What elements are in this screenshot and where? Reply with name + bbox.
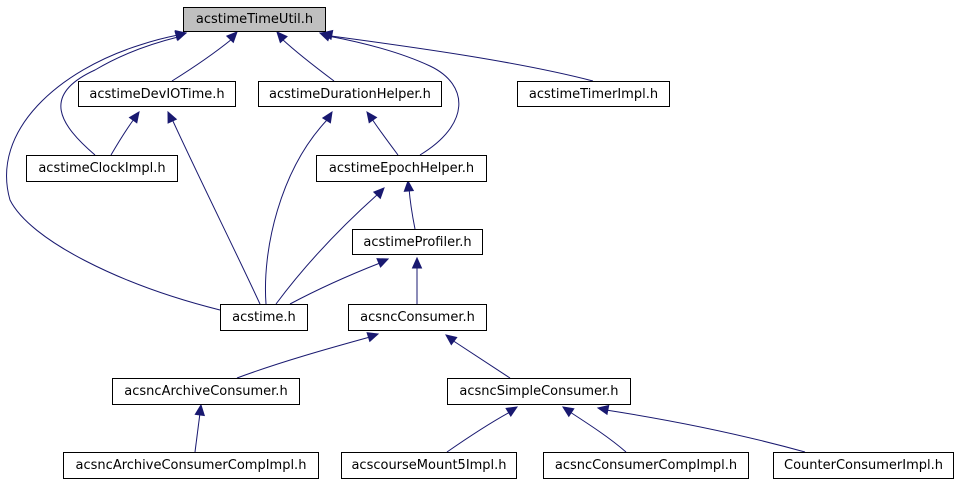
node-acsncArchiveConsumer[interactable]: acsncArchiveConsumer.h xyxy=(112,378,300,405)
edge-line xyxy=(60,36,179,156)
edge-line xyxy=(171,118,261,305)
edge-acstimeEpochHelper-to-acstimeDurationHelper xyxy=(366,111,399,156)
node-acscourseMount5Impl[interactable]: acscourseMount5Impl.h xyxy=(341,452,517,479)
edge-line xyxy=(451,339,511,379)
edge-acstimeDurationHelper-to-acstimeTimeUtil xyxy=(276,31,335,82)
edge-acstime-to-acstimeEpochHelper xyxy=(275,187,385,305)
edge-arrowhead xyxy=(321,110,333,124)
edge-acsncConsumer-to-acstimeProfiler xyxy=(411,256,423,304)
edge-arrowhead xyxy=(194,403,206,417)
node-acsncSimpleConsumer[interactable]: acsncSimpleConsumer.h xyxy=(447,378,631,405)
edge-acstimeTimerImpl-to-acstimeTimeUtil xyxy=(320,29,594,82)
edge-arrowhead xyxy=(174,29,188,41)
edge-line xyxy=(236,336,371,379)
node-acstimeEpochHelper[interactable]: acstimeEpochHelper.h xyxy=(316,155,487,182)
edge-line xyxy=(194,412,201,453)
edge-CounterConsumerImpl-to-acsncSimpleConsumer xyxy=(596,404,806,453)
edge-line xyxy=(110,118,135,156)
edge-line xyxy=(281,38,335,82)
edge-line xyxy=(569,411,627,453)
edge-arrowhead xyxy=(366,111,378,124)
edge-line xyxy=(264,119,328,305)
edge-acsncArchiveConsumer-to-acsncConsumer xyxy=(236,332,380,379)
edge-arrowhead xyxy=(366,332,380,343)
edge-line xyxy=(371,118,399,156)
edge-acstimeProfiler-to-acstimeEpochHelper xyxy=(403,179,416,230)
edge-acstimeDevIOTime-to-acstimeTimeUtil xyxy=(171,31,238,82)
edge-arrowhead xyxy=(372,187,385,200)
node-acsncArchiveConsumerCompImpl[interactable]: acsncArchiveConsumerCompImpl.h xyxy=(63,452,319,479)
edge-line xyxy=(408,187,416,230)
edge-line xyxy=(446,411,511,453)
node-acstime[interactable]: acstime.h xyxy=(220,304,308,331)
edge-acstime-to-acstimeDevIOTime xyxy=(167,110,261,305)
edge-acstimeEpochHelper-to-acstimeTimeUtil xyxy=(318,31,460,156)
node-acstimeTimerImpl[interactable]: acstimeTimerImpl.h xyxy=(517,81,670,107)
edge-line xyxy=(327,35,460,156)
edge-line xyxy=(605,409,806,453)
node-acsncConsumer[interactable]: acsncConsumer.h xyxy=(348,304,487,331)
node-acstimeClockImpl[interactable]: acstimeClockImpl.h xyxy=(26,155,178,182)
edge-acsncSimpleConsumer-to-acsncConsumer xyxy=(445,334,511,379)
edge-line xyxy=(275,193,379,305)
edge-arrowhead xyxy=(505,406,519,418)
edge-arrowhead xyxy=(403,179,415,192)
edge-acsncArchiveConsumerCompImpl-to-acsncArchiveConsumer xyxy=(194,403,206,453)
edge-acsncConsumerCompImpl-to-acsncSimpleConsumer xyxy=(561,406,627,453)
edge-acstime-to-acstimeTimeUtil xyxy=(6,29,221,311)
edge-arrowhead xyxy=(225,31,238,44)
edge-line xyxy=(330,35,594,82)
edge-arrowhead xyxy=(128,111,140,124)
node-acstimeDurationHelper[interactable]: acstimeDurationHelper.h xyxy=(258,81,442,107)
edge-arrowhead xyxy=(376,258,390,268)
edge-arrowhead xyxy=(318,31,332,42)
edge-acstime-to-acstimeDurationHelper xyxy=(264,110,333,305)
edge-line xyxy=(171,38,233,82)
edge-arrowhead xyxy=(276,31,288,44)
edge-arrowhead xyxy=(561,406,575,418)
node-acstimeTimeUtil[interactable]: acstimeTimeUtil.h xyxy=(183,7,326,32)
edge-arrowhead xyxy=(596,404,610,416)
node-acstimeProfiler[interactable]: acstimeProfiler.h xyxy=(352,229,483,255)
edge-line xyxy=(289,262,381,305)
edge-acstime-to-acstimeProfiler xyxy=(289,258,390,305)
edge-acscourseMount5Impl-to-acsncSimpleConsumer xyxy=(446,406,519,453)
edge-arrowhead xyxy=(167,110,178,124)
edge-line xyxy=(6,34,221,311)
node-acsncConsumerCompImpl[interactable]: acsncConsumerCompImpl.h xyxy=(543,452,749,479)
edge-arrowhead xyxy=(411,256,423,269)
node-CounterConsumerImpl[interactable]: CounterConsumerImpl.h xyxy=(773,452,954,479)
node-acstimeDevIOTime[interactable]: acstimeDevIOTime.h xyxy=(78,81,236,107)
edge-acstimeClockImpl-to-acstimeDevIOTime xyxy=(110,111,140,156)
edge-arrowhead xyxy=(445,334,458,346)
